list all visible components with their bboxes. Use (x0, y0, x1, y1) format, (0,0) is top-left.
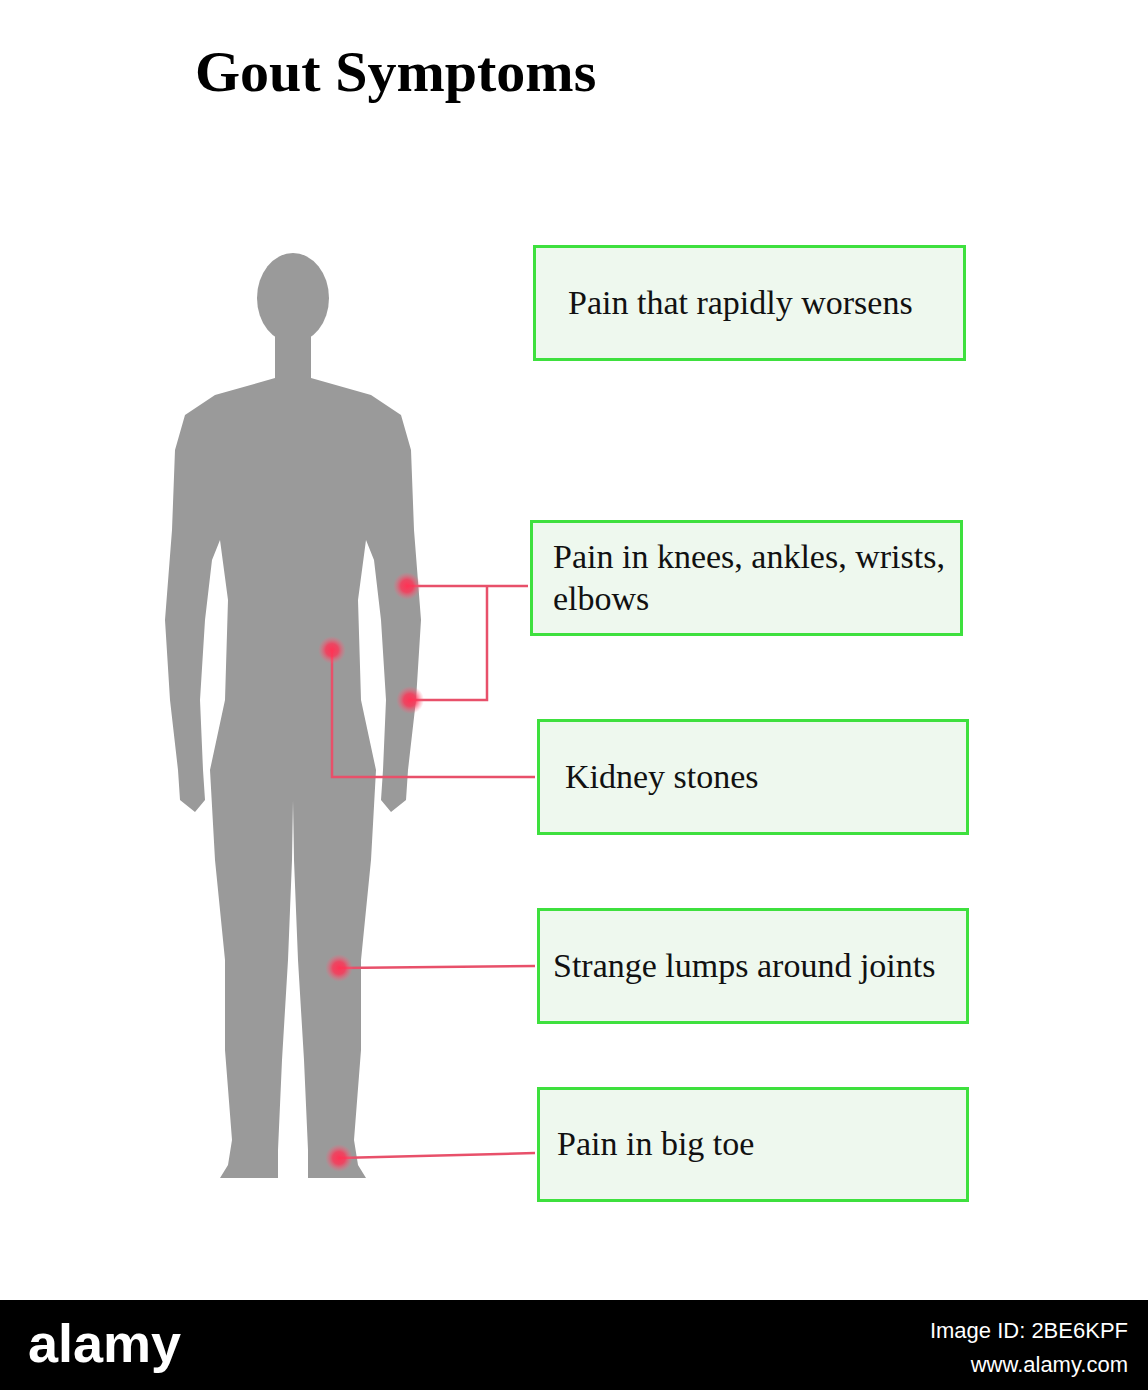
pain-dot (325, 954, 353, 982)
watermark-logo: alamy (28, 1312, 181, 1374)
pain-dot (325, 1144, 353, 1172)
symptom-text: Pain in big toe (557, 1123, 754, 1166)
leader-line (332, 650, 535, 777)
symptom-box: Strange lumps around joints (537, 908, 969, 1024)
symptom-text: Strange lumps around joints (553, 945, 935, 988)
watermark-text: www.alamy.com (971, 1352, 1128, 1378)
symptom-box: Pain in big toe (537, 1087, 969, 1202)
watermark-text: Image ID: 2BE6KPF (930, 1318, 1128, 1344)
leader-line (339, 966, 535, 968)
leader-line (339, 1153, 535, 1158)
symptom-box: Kidney stones (537, 719, 969, 835)
symptom-text: Pain that rapidly worsens (568, 282, 913, 325)
symptom-text: Pain in knees, ankles, wrists, elbows (553, 536, 948, 621)
head (257, 253, 329, 343)
leader-line (407, 585, 528, 588)
leader-lines (332, 586, 535, 1158)
pain-dot (318, 636, 346, 664)
symptom-box: Pain in knees, ankles, wrists, elbows (530, 520, 963, 636)
leader-line (410, 586, 487, 700)
symptom-box: Pain that rapidly worsens (533, 245, 966, 361)
pain-dots (318, 572, 424, 1172)
pain-dot (393, 572, 421, 600)
title: Gout Symptoms (195, 38, 596, 105)
footer-bar (0, 1300, 1148, 1390)
pain-dot (396, 686, 424, 714)
body-silhouette (165, 330, 421, 1178)
symptom-text: Kidney stones (565, 756, 759, 799)
